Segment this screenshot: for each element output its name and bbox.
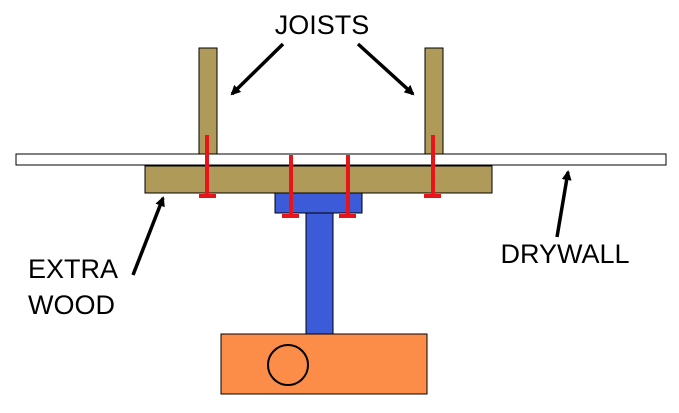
fixture-circle — [267, 344, 309, 386]
screw-joist-right — [424, 135, 441, 198]
label-extra-wood-line2: WOOD — [28, 290, 115, 320]
arrow-joists-left — [230, 42, 285, 96]
arrow-extra-wood — [131, 196, 165, 276]
label-drywall: DRYWALL — [500, 239, 629, 269]
label-extra-wood-line1: EXTRA — [28, 254, 118, 284]
arrow-drywall — [555, 170, 572, 238]
screw-joist-left — [199, 135, 216, 198]
screw-bracket-left — [282, 155, 299, 218]
fixture-box — [220, 333, 428, 395]
arrow-joists-right — [356, 42, 415, 96]
drywall — [15, 153, 667, 166]
mount-pole — [305, 212, 334, 335]
extra-wood-board — [144, 165, 493, 194]
label-joists: JOISTS — [275, 10, 370, 40]
screw-bracket-right — [339, 155, 356, 218]
